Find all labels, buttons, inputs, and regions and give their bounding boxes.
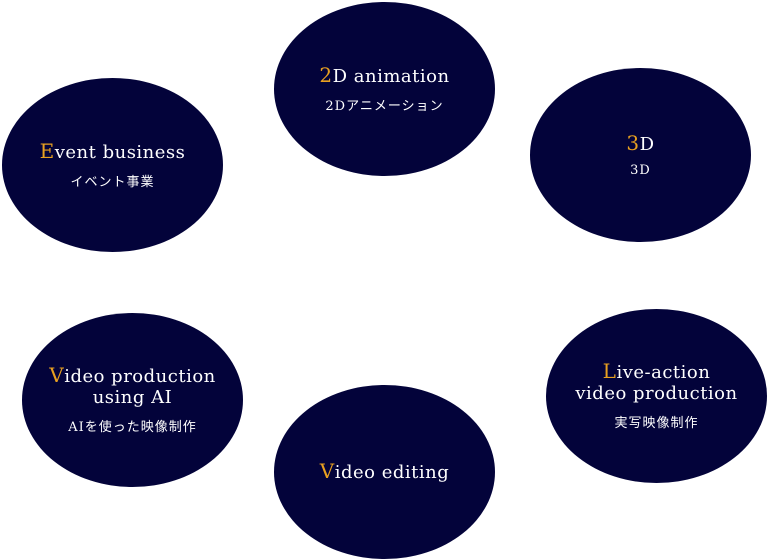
service-title: Event business xyxy=(39,138,186,163)
service-ai-video[interactable]: Video production using AI AIを使った映像制作 xyxy=(22,313,243,487)
service-title: Live-action video production xyxy=(575,359,738,405)
service-subtitle: 2Dアニメーション xyxy=(325,98,444,114)
service-subtitle: AIを使った映像制作 xyxy=(68,420,197,435)
service-subtitle: 実写映像制作 xyxy=(614,416,699,431)
service-title: 3D xyxy=(626,130,655,155)
service-subtitle: イベント事業 xyxy=(70,174,155,190)
service-video-editing[interactable]: Video editing xyxy=(274,385,495,559)
service-live-action[interactable]: Live-action video production 実写映像制作 xyxy=(546,309,767,483)
service-title: 2D animation xyxy=(319,62,450,87)
service-2d-animation[interactable]: 2D animation 2Dアニメーション xyxy=(274,2,495,176)
service-subtitle: 3D xyxy=(630,162,651,178)
service-3d[interactable]: 3D 3D xyxy=(530,68,751,242)
service-title: Video editing xyxy=(319,459,450,484)
service-event-business[interactable]: Event business イベント事業 xyxy=(2,78,223,252)
service-title: Video production using AI xyxy=(49,363,216,409)
